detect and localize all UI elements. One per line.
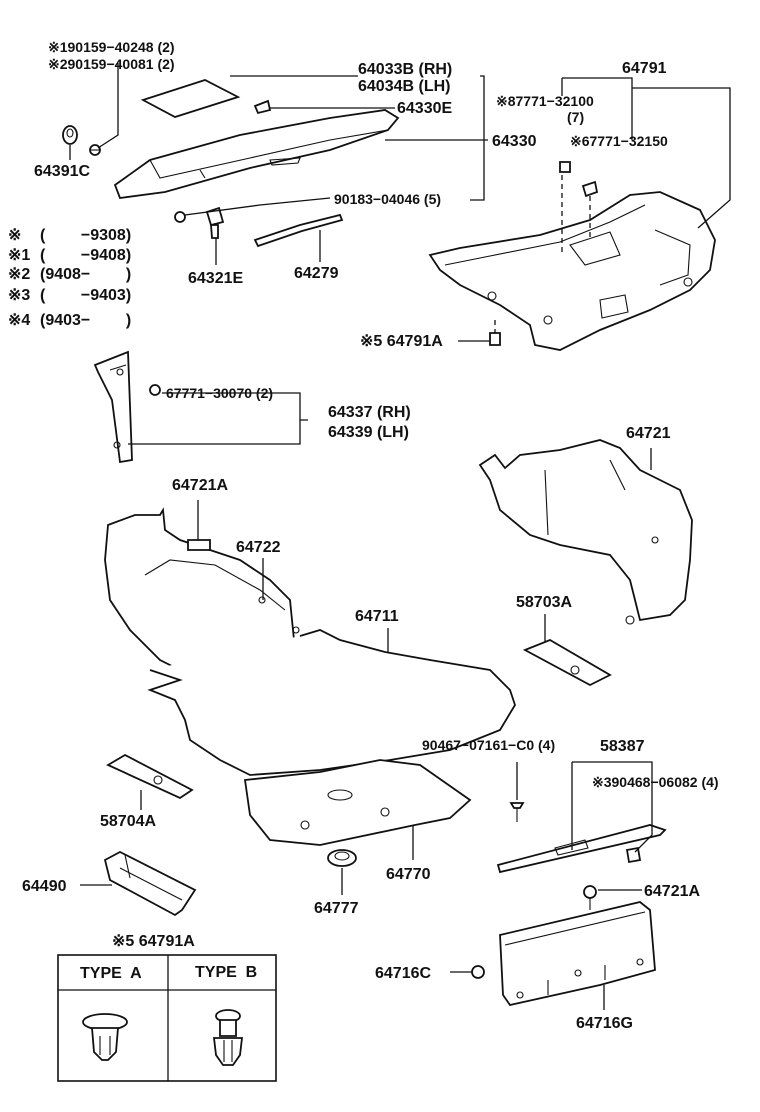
label-64034b: 64034B (LH) <box>358 78 450 95</box>
label-90159-40081: ※290159−40081 (2) <box>48 56 175 72</box>
label-58703a: 58703A <box>516 594 572 611</box>
part-64721a-clip-bottom <box>583 885 597 910</box>
part-64330e-clip <box>253 99 272 115</box>
date-legend: ※ ( −9308) ※1 ( −9408) ※2 (9408− ) ※3 ( … <box>8 227 131 329</box>
part-64391c-grommet <box>62 125 78 145</box>
label-58387: 58387 <box>600 738 645 755</box>
legend-mark-3: ※3 <box>8 287 30 304</box>
label-64791a: ※5 64791A <box>360 333 443 350</box>
label-64330: 64330 <box>492 133 537 150</box>
part-64337-quarter-trim <box>93 350 133 464</box>
legend-range-3: ( −9403) <box>40 287 131 304</box>
part-64279-strip <box>253 213 344 248</box>
legend-mark-0: ※ <box>8 227 21 244</box>
label-64721: 64721 <box>626 425 671 442</box>
legend-range-4: (9403− ) <box>40 312 131 329</box>
part-87771-fastener <box>559 161 571 173</box>
leader-lines <box>69 63 731 1010</box>
part-90159-screw <box>89 144 101 156</box>
label-64490: 64490 <box>22 878 67 895</box>
part-64330-package-tray <box>113 109 400 199</box>
part-64490-tray <box>103 850 197 917</box>
label-64770: 64770 <box>386 866 431 883</box>
part-58703a-plate <box>522 639 612 687</box>
label-64337: 64337 (RH) <box>328 404 411 421</box>
label-90183: 90183−04046 (5) <box>334 191 441 207</box>
label-87771: ※87771−32100 <box>496 93 594 109</box>
label-64716g: 64716G <box>576 1015 633 1032</box>
part-labels: ※190159−40248 (2) ※290159−40081 (2) 6439… <box>22 39 719 1032</box>
label-90159-40248: ※190159−40248 (2) <box>48 39 175 55</box>
label-64033b: 64033B (RH) <box>358 61 452 78</box>
label-64721a-top: 64721A <box>172 477 228 494</box>
label-64279: 64279 <box>294 265 339 282</box>
part-64770-deck-board <box>243 759 472 846</box>
label-67771-32150: ※67771−32150 <box>570 133 668 149</box>
part-64716c-clip <box>471 965 485 979</box>
part-64321e-clip <box>205 206 225 239</box>
part-58704a-plate <box>106 753 194 800</box>
part-64716g-rear-trim <box>499 901 656 1007</box>
type-a-header: TYPE A <box>80 965 142 982</box>
label-64711: 64711 <box>355 608 399 625</box>
part-64791a-clip <box>489 332 501 346</box>
label-64791: 64791 <box>622 60 667 77</box>
label-64391c: 64391C <box>34 163 90 180</box>
part-64777-cap <box>327 849 357 867</box>
type-b-header: TYPE B <box>195 964 257 981</box>
type-b-clip-icon <box>212 1009 244 1066</box>
label-64716c: 64716C <box>375 965 431 982</box>
part-90183-screw <box>174 211 186 223</box>
label-58704a: 58704A <box>100 813 156 830</box>
part-67771-fastener <box>581 180 599 198</box>
label-64330e: 64330E <box>397 100 452 117</box>
part-64722-side-trim <box>104 507 300 686</box>
part-67771-30070-clip <box>149 384 161 396</box>
label-90467: 90467−07161−C0 (4) <box>422 737 555 753</box>
part-64791-trunk-lid-trim <box>428 191 716 351</box>
legend-range-0: ( −9308) <box>40 227 131 244</box>
legend-mark-4: ※4 <box>8 312 30 329</box>
legend-mark-1: ※1 <box>8 247 30 264</box>
label-87771-qty: (7) <box>567 109 584 125</box>
legend-range-2: (9408− ) <box>40 266 131 283</box>
type-table-title: ※5 64791A <box>112 933 195 950</box>
label-64339: 64339 (LH) <box>328 424 409 441</box>
label-64722: 64722 <box>236 539 281 556</box>
legend-mark-2: ※2 <box>8 266 30 283</box>
type-a-clip-icon <box>82 1013 128 1061</box>
part-64721a-clip-top <box>187 539 211 551</box>
part-90467-screw <box>509 802 525 822</box>
label-90468: ※390468−06082 (4) <box>592 774 719 790</box>
part-90468-clip <box>625 846 642 864</box>
label-67771-30070: 67771−30070 (2) <box>166 385 273 401</box>
clip-type-table: ※5 64791A TYPE A TYPE B <box>57 933 277 1082</box>
part-64711-floor-mat <box>147 629 516 776</box>
part-64721-side-trim <box>478 439 693 625</box>
legend-range-1: ( −9408) <box>40 247 131 264</box>
label-64321e: 64321E <box>188 270 243 287</box>
label-64721a-bottom: 64721A <box>644 883 700 900</box>
part-58387-sill-plate <box>496 824 667 874</box>
part-64033b-cover <box>140 79 241 118</box>
label-64777: 64777 <box>314 900 359 917</box>
